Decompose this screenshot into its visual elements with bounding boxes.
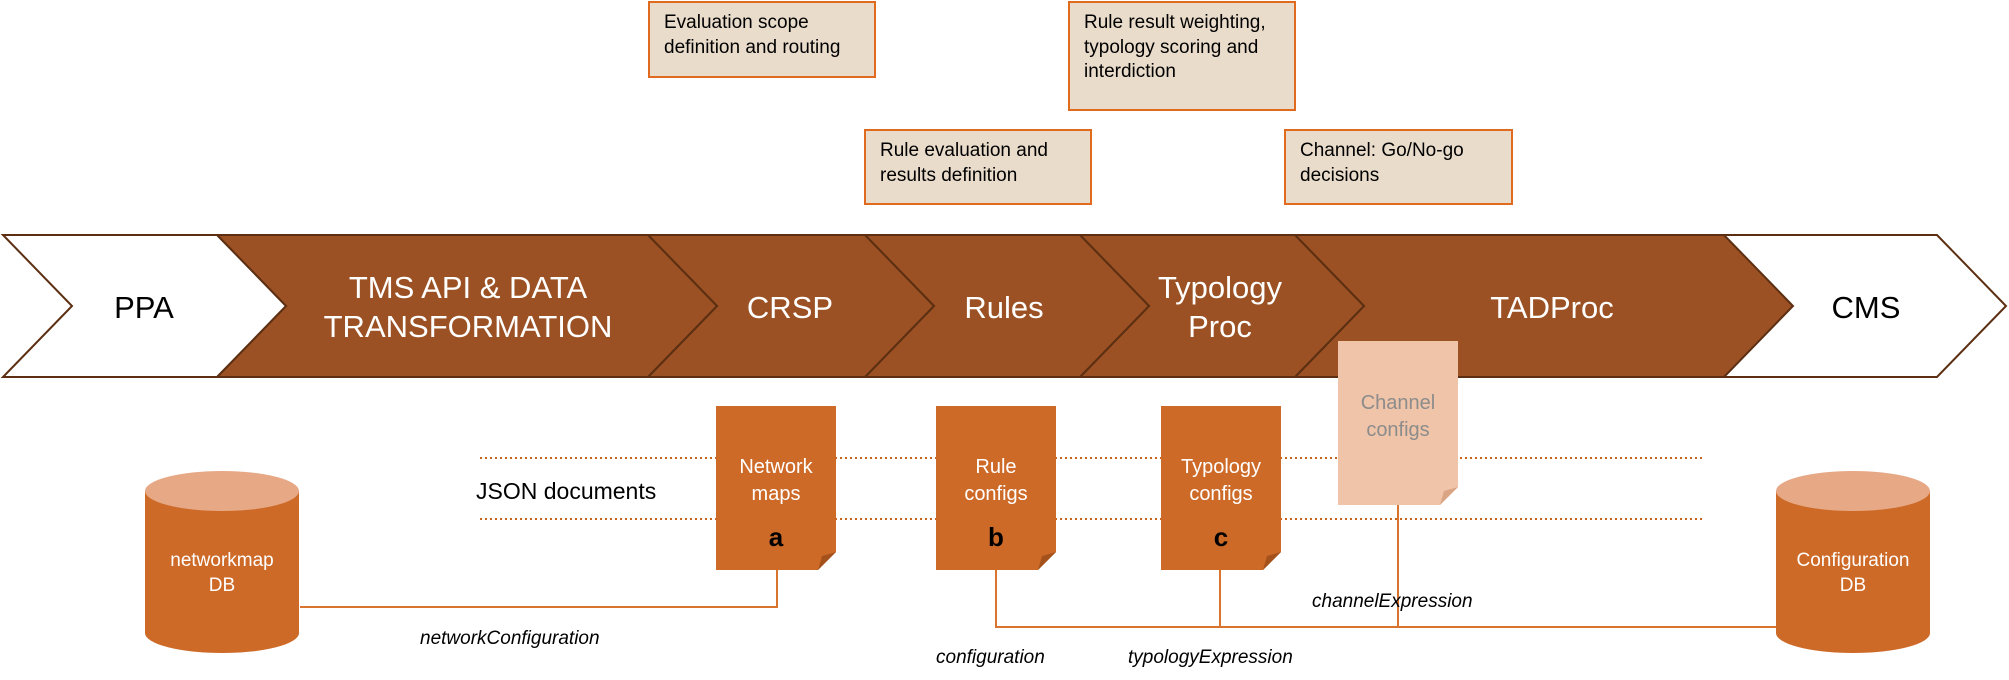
- document-typology-configs: Typology configs c: [1161, 406, 1281, 570]
- stage-tms: [214, 234, 719, 378]
- document-channel-configs-shape: [1338, 341, 1458, 505]
- callout-scope-text: Evaluation scope definition and routing: [664, 12, 841, 58]
- database-configuration-top: [1776, 471, 1930, 511]
- stage-ppa: [0, 234, 288, 378]
- database-networkmap: networkmap DB: [145, 471, 299, 653]
- document-typology-configs-line1: Typology: [1181, 456, 1261, 478]
- connector-rule-configs: [995, 570, 1778, 628]
- database-networkmap-top: [145, 471, 299, 511]
- callout-scope: Evaluation scope definition and routing: [648, 1, 876, 78]
- document-rule-configs-line1: Rule: [975, 456, 1016, 478]
- document-network-maps: Network maps a: [716, 406, 836, 570]
- document-typology-configs-letter: c: [1214, 522, 1228, 552]
- database-networkmap-body: [145, 491, 299, 653]
- stage-ppa-label: PPA: [114, 290, 174, 325]
- document-typology-configs-fold-icon: [1263, 552, 1281, 570]
- callout-weighting-text: Rule result weighting, typology scoring …: [1084, 12, 1266, 82]
- document-channel-configs-line1: Channel: [1361, 392, 1436, 414]
- database-configuration-body: [1776, 491, 1930, 653]
- document-channel-configs-fold-icon: [1440, 487, 1458, 505]
- pipeline: [0, 234, 2008, 378]
- document-rule-configs: Rule configs b: [936, 406, 1056, 570]
- connector-network: [300, 570, 778, 608]
- connection-label-network: networkConfiguration: [420, 628, 600, 649]
- database-networkmap-line2: DB: [209, 575, 235, 596]
- document-rule-configs-letter: b: [988, 522, 1004, 552]
- database-configuration-line2: DB: [1840, 575, 1866, 596]
- database-networkmap-line1: networkmap: [170, 550, 274, 571]
- document-network-maps-shape: [716, 406, 836, 570]
- document-rule-configs-shape: [936, 406, 1056, 570]
- document-rule-configs-line2: configs: [964, 483, 1027, 505]
- stage-tms-label-line1: TMS API & DATA: [349, 270, 588, 305]
- database-configuration: Configuration DB: [1776, 471, 1930, 653]
- json-documents-label: JSON documents: [476, 478, 656, 504]
- connection-lines: [300, 505, 1778, 628]
- document-rule-configs-fold-icon: [1038, 552, 1056, 570]
- stage-typology-label-line1: Typology: [1158, 270, 1283, 305]
- connection-label-channel: channelExpression: [1312, 591, 1473, 612]
- stage-rules-label: Rules: [964, 290, 1043, 325]
- document-network-maps-line1: Network: [739, 456, 813, 478]
- callout-channel: Channel: Go/No-go decisions: [1284, 129, 1513, 205]
- document-network-maps-fold-icon: [818, 552, 836, 570]
- document-channel-configs: Channel configs: [1338, 341, 1458, 505]
- document-typology-configs-shape: [1161, 406, 1281, 570]
- stage-cms-label: CMS: [1832, 290, 1901, 325]
- json-guide-lines: [480, 457, 1703, 520]
- callout-rule-evaluation: Rule evaluation and results definition: [864, 129, 1092, 205]
- document-network-maps-line2: maps: [752, 483, 801, 505]
- connection-label-typology: typologyExpression: [1128, 647, 1293, 668]
- document-network-maps-letter: a: [769, 522, 784, 552]
- callout-weighting: Rule result weighting, typology scoring …: [1068, 1, 1296, 111]
- callout-channel-text: Channel: Go/No-go decisions: [1300, 140, 1464, 186]
- database-configuration-line1: Configuration: [1796, 550, 1909, 571]
- stage-tadproc-label: TADProc: [1490, 290, 1613, 325]
- document-typology-configs-line2: configs: [1189, 483, 1252, 505]
- stage-typology-label-line2: Proc: [1188, 309, 1252, 344]
- stage-crsp-label: CRSP: [747, 290, 833, 325]
- stage-tms-label-line2: TRANSFORMATION: [324, 309, 613, 344]
- callout-rule-evaluation-text: Rule evaluation and results definition: [880, 140, 1048, 186]
- connection-label-configuration: configuration: [936, 647, 1045, 668]
- document-channel-configs-line2: configs: [1366, 419, 1429, 441]
